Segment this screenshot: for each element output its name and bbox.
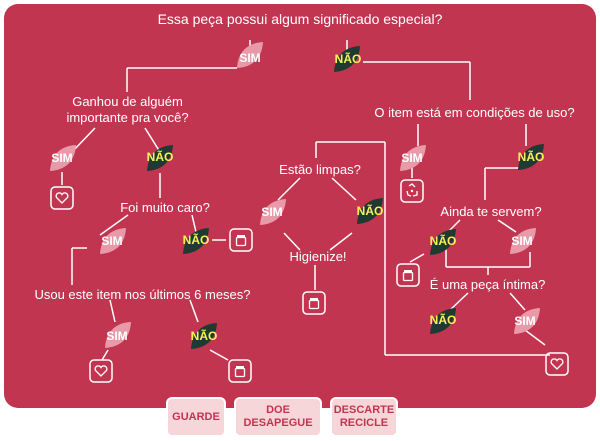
legend-donate-line1: DOE — [266, 404, 290, 416]
leaf-sim-q8 — [105, 322, 131, 348]
label-sim-q1: SIM — [239, 51, 261, 65]
label-sim-q5: SIM — [101, 234, 123, 248]
question-used-recently: Usou este item nos últimos 6 meses? — [34, 287, 251, 302]
leaf-nao-q1 — [334, 46, 360, 72]
recycle-icon — [400, 179, 424, 203]
label-sim-q4: SIM — [261, 205, 283, 219]
leaf-sim-q5 — [100, 228, 126, 254]
legend-keep-label: GUARDE — [172, 410, 220, 423]
label-nao-q4: NÃO — [356, 204, 384, 218]
label-sim-q9: SIM — [514, 314, 536, 328]
leaf-nao-q3 — [518, 144, 544, 170]
leaf-sim-q4 — [260, 199, 286, 225]
question-gift-line2: importante pra você? — [66, 110, 189, 125]
heart-icon — [50, 186, 74, 210]
leaf-sim-q1 — [237, 42, 263, 68]
label-nao-q2: NÃO — [146, 150, 174, 164]
question-clean: Estão limpas? — [279, 162, 361, 177]
leaf-sim-q7 — [510, 228, 536, 254]
leaf-nao-q4 — [357, 198, 383, 224]
leaf-nao-q5 — [183, 228, 209, 254]
label-sim-q3: SIM — [401, 151, 423, 165]
leaf-sim-q3 — [400, 145, 426, 171]
leaf-nao-q9 — [430, 308, 456, 334]
jar-icon — [396, 263, 420, 287]
question-intimate: É uma peça íntima? — [429, 277, 546, 292]
label-nao-q8: NÃO — [190, 329, 218, 343]
leaf-nao-q2 — [147, 145, 173, 171]
question-gift: Ganhou de alguém importante pra você? — [50, 94, 205, 126]
legend-discard-line2: RECICLE — [339, 417, 389, 429]
label-sim-q8: SIM — [106, 329, 128, 343]
label-nao-q5: NÃO — [182, 233, 210, 247]
heart-icon — [545, 352, 569, 376]
heart-icon — [89, 359, 113, 383]
jar-icon — [302, 291, 326, 315]
label-nao-q3: NÃO — [517, 150, 545, 164]
instruction-sanitize: Higienize! — [289, 249, 347, 264]
legend-discard: DESCARTE RECICLE — [330, 397, 398, 437]
jar-icon — [228, 359, 252, 383]
question-usable-condition: O item está em condições de uso? — [374, 105, 575, 120]
label-sim-q2: SIM — [51, 151, 73, 165]
question-gift-line1: Ganhou de alguém — [72, 94, 183, 109]
label-nao-q7: NÃO — [429, 234, 457, 248]
leaf-sim-q2 — [50, 145, 76, 171]
question-expensive: Foi muito caro? — [120, 200, 210, 215]
label-nao-q1: NÃO — [334, 52, 362, 66]
label-nao-q9: NÃO — [429, 313, 457, 327]
legend-donate-line2: DESAPEGUE — [243, 417, 313, 429]
connector-lines — [61, 40, 550, 361]
leaf-nao-q7 — [430, 229, 456, 255]
legend-donate: DOE DESAPEGUE — [234, 397, 322, 437]
label-sim-q7: SIM — [511, 234, 533, 248]
leaf-nao-q8 — [191, 323, 217, 349]
flowchart-background — [4, 4, 596, 408]
question-special-meaning: Essa peça possui algum significado espec… — [157, 11, 443, 27]
legend-discard-line1: DESCARTE — [333, 404, 395, 416]
question-still-fits: Ainda te servem? — [440, 204, 542, 219]
leaf-sim-q9 — [514, 308, 540, 334]
legend-keep: GUARDE — [166, 397, 226, 437]
jar-icon — [229, 228, 253, 252]
